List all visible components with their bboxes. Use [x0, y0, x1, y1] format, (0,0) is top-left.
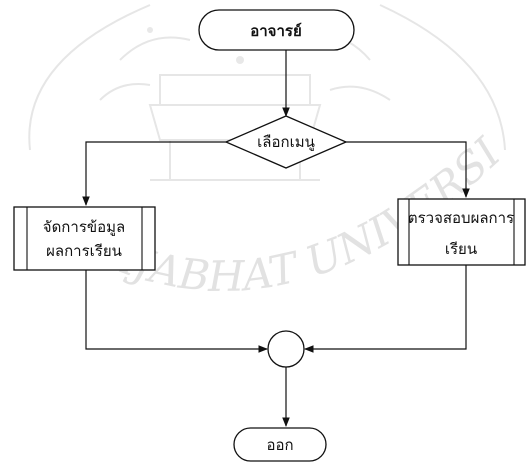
- edge-menu-to-check: [344, 141, 470, 198]
- start-label: อาจารย์: [250, 22, 302, 40]
- check-grades-label-line-2: เรียน: [445, 240, 477, 258]
- manage-grades-label-line-2: ผลการเรียน: [46, 242, 122, 260]
- flow-edges: [82, 50, 470, 427]
- start-terminator: อาจารย์: [198, 9, 355, 51]
- manage-grades-label-line-1: จัดการข้อมูล: [43, 218, 125, 236]
- edge-check-to-connector: [304, 265, 467, 353]
- edge-menu-to-manage: [82, 141, 226, 206]
- check-grades-process: ตรวจสอบผลการ เรียน: [397, 198, 526, 266]
- manage-grades-process: จัดการข้อมูล ผลการเรียน: [13, 206, 156, 271]
- menu-decision: เลือกเมนู: [224, 115, 348, 169]
- end-terminator: ออก: [233, 427, 327, 462]
- menu-decision-label: เลือกเมนู: [257, 133, 315, 151]
- end-label: ออก: [266, 436, 293, 454]
- check-grades-label-line-1: ตรวจสอบผลการ: [408, 209, 514, 227]
- edge-manage-to-connector: [85, 270, 268, 353]
- merge-connector: [267, 330, 305, 368]
